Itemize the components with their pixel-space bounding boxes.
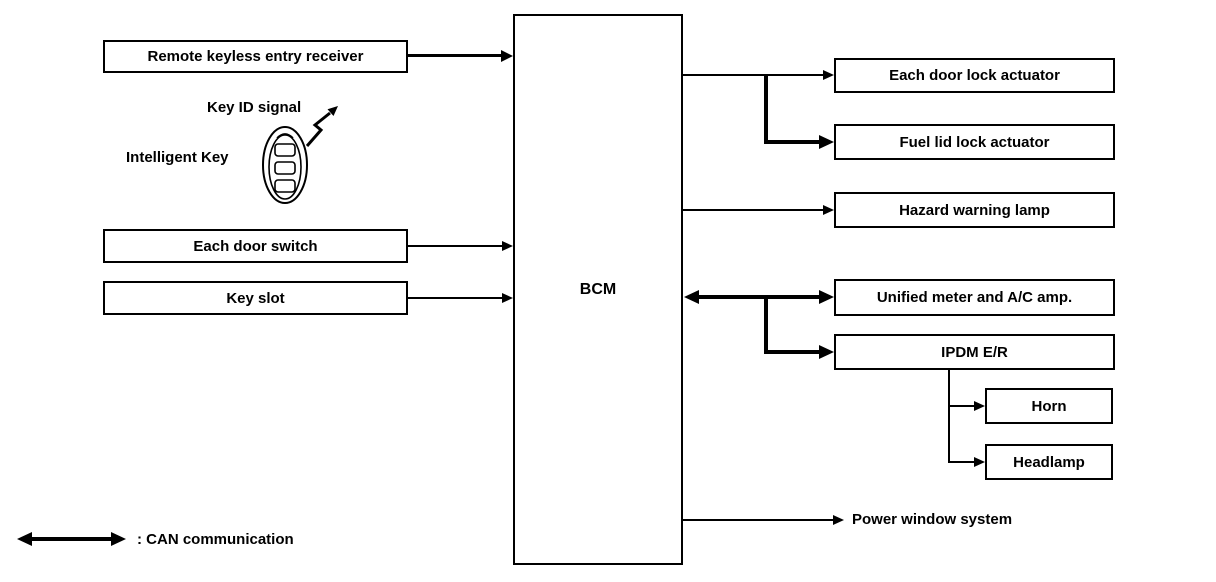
block-remote-keyless-entry-receiver: Remote keyless entry receiver [103,40,408,73]
block-bcm: BCM [513,14,683,565]
block-each-door-lock-actuator: Each door lock actuator [834,58,1115,93]
key-fob-button-3 [274,179,296,193]
line-ipdm-to-headlamp [948,461,975,463]
intelligent-key-label: Intelligent Key [126,149,229,166]
block-headlamp: Headlamp [985,444,1113,480]
arrowhead-key-slot-to-bcm [502,293,513,303]
key-signal-bolt-icon [305,111,331,147]
line-can-branch-to-ipdm [764,350,819,354]
line-branch-to-fuel-lid [764,140,819,144]
arrowhead-bcm-to-door-lock-actuator [823,70,834,80]
line-key-slot-to-bcm [408,297,502,299]
line-branch-down-to-fuel-lid [764,74,768,144]
line-remote-keyless-to-bcm [408,54,503,57]
block-each-door-switch: Each door switch [103,229,408,263]
line-bcm-to-power-window [683,519,834,521]
arrowhead-bcm-to-power-window [833,515,844,525]
line-can-branch-down-to-ipdm [764,297,768,354]
block-unified-meter-ac-amp: Unified meter and A/C amp. [834,279,1115,316]
key-fob-inner-outline [268,134,302,200]
power-window-system-label: Power window system [852,511,1013,528]
line-ipdm-to-horn [948,405,975,407]
arrowhead-bcm-to-hazard-lamp [823,205,834,215]
arrowhead-to-fuel-lid-actuator [819,135,834,149]
arrowhead-can-into-unified-meter [819,290,834,304]
block-hazard-warning-lamp: Hazard warning lamp [834,192,1115,228]
arrowhead-door-switch-to-bcm [502,241,513,251]
block-fuel-lid-lock-actuator: Fuel lid lock actuator [834,124,1115,160]
arrowhead-remote-keyless-to-bcm [501,50,513,62]
legend-can-label: : CAN communication [137,531,294,548]
arrowhead-can-into-ipdm [819,345,834,359]
line-bcm-to-door-lock-actuator [683,74,823,76]
arrowhead-ipdm-to-horn [974,401,985,411]
key-fob-body [262,126,308,204]
line-bcm-to-hazard-lamp [683,209,823,211]
legend-can-arrowhead-left [17,532,32,546]
key-id-signal-label: Key ID signal [207,99,302,116]
block-horn: Horn [985,388,1113,424]
intelligent-key-fob-icon [262,106,338,204]
key-signal-bolt-arrowhead [327,106,338,116]
key-fob-button-2 [274,161,296,175]
legend-can-arrow-line [31,537,112,541]
arrowhead-ipdm-to-headlamp [974,457,985,467]
line-ipdm-down-branch [948,370,950,462]
block-key-slot: Key slot [103,281,408,315]
arrowhead-can-into-bcm [684,290,699,304]
line-can-bcm-unified-meter [698,295,819,299]
line-door-switch-to-bcm [408,245,502,247]
key-fob-button-1 [274,143,296,157]
legend-can-arrowhead-right [111,532,126,546]
block-ipdm-er: IPDM E/R [834,334,1115,370]
